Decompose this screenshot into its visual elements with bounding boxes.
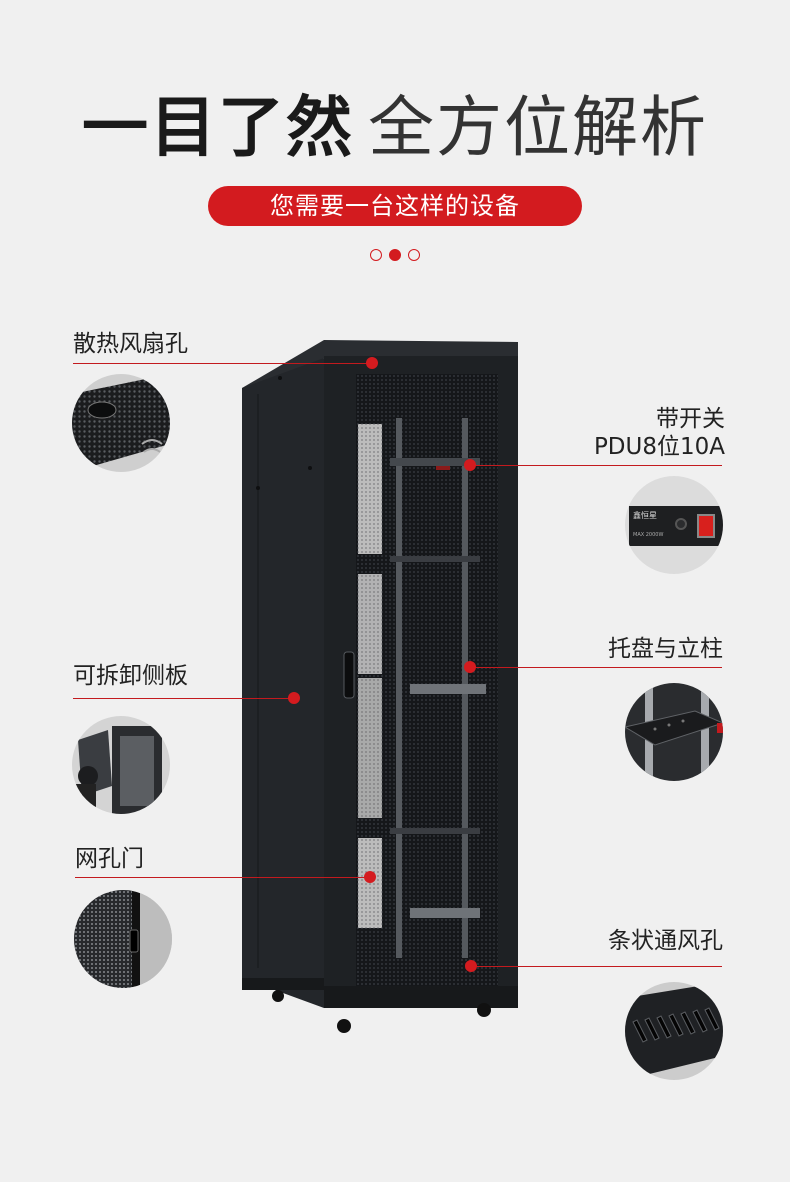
pdu-brand: 鑫恒星 — [633, 511, 657, 520]
label-vent-slots: 条状通风孔 — [608, 928, 723, 954]
server-cabinet-image — [242, 340, 518, 1033]
power-switch-icon — [697, 514, 715, 538]
vent-slots-thumbnail — [625, 982, 723, 1080]
label-pdu-line2: PDU8位10A — [593, 434, 725, 460]
label-side-panel: 可拆卸侧板 — [73, 663, 188, 689]
label-pdu-line1: 带开关 — [656, 406, 725, 432]
leader-line — [73, 363, 373, 364]
subtitle-pill: 您需要一台这样的设备 — [208, 186, 582, 226]
marker-side-panel[interactable] — [288, 692, 300, 704]
leader-line — [75, 877, 373, 878]
marker-tray-posts[interactable] — [464, 661, 476, 673]
tray-posts-thumbnail — [625, 683, 723, 781]
leader-line — [470, 966, 722, 967]
pdu-thumbnail: 鑫恒星 MAX 2000W — [625, 476, 723, 574]
side-panel-thumbnail — [72, 716, 170, 814]
page-title: 一目了然全方位解析 — [0, 88, 790, 168]
pager-dots — [370, 249, 420, 261]
marker-vent-slots[interactable] — [465, 960, 477, 972]
pager-dot-active[interactable] — [389, 249, 401, 261]
pager-dot[interactable] — [408, 249, 420, 261]
leader-line — [470, 667, 722, 668]
marker-pdu[interactable] — [464, 459, 476, 471]
marker-fan-holes[interactable] — [366, 357, 378, 369]
mesh-door-thumbnail — [74, 890, 172, 988]
marker-mesh-door[interactable] — [364, 871, 376, 883]
title-bold: 一目了然 — [82, 89, 354, 166]
leader-line — [73, 698, 298, 699]
label-tray-posts: 托盘与立柱 — [608, 636, 723, 662]
pdu-body: 鑫恒星 MAX 2000W — [629, 506, 723, 546]
pager-dot[interactable] — [370, 249, 382, 261]
pdu-model: MAX 2000W — [633, 532, 664, 538]
leader-line — [470, 465, 722, 466]
label-fan-holes: 散热风扇孔 — [73, 331, 188, 357]
breaker-icon — [675, 518, 687, 530]
title-light: 全方位解析 — [368, 89, 708, 166]
fan-holes-thumbnail — [72, 374, 170, 472]
label-mesh-door: 网孔门 — [75, 846, 144, 872]
